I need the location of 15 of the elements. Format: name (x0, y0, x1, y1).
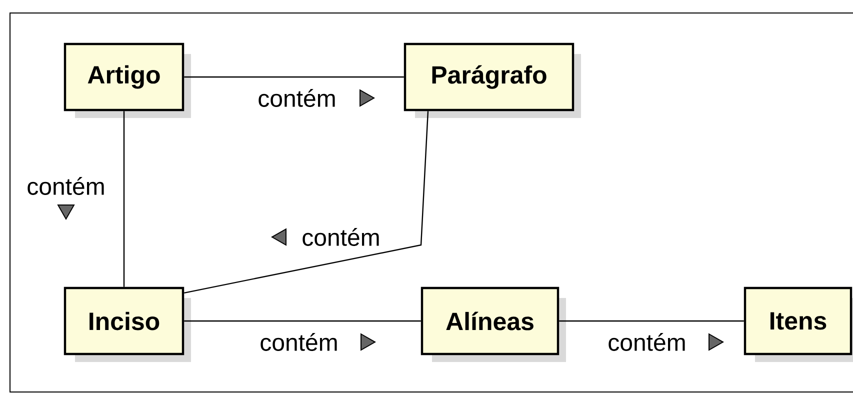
association-line (184, 111, 429, 294)
class-box: Itens (744, 286, 853, 362)
class-box: Inciso (64, 286, 191, 362)
edge-label: contém (258, 332, 340, 352)
class-box: Parágrafo (404, 42, 581, 118)
association-line (184, 320, 421, 322)
class-box: Artigo (64, 42, 191, 118)
association-line (184, 76, 404, 78)
edge-label: contém (300, 227, 382, 247)
edge-label: contém (256, 88, 338, 108)
association-line (123, 111, 125, 287)
edge-label: contém (26, 176, 106, 196)
edge-label: contém (606, 332, 688, 352)
association-line (559, 320, 744, 322)
class-box: Alíneas (420, 286, 566, 362)
